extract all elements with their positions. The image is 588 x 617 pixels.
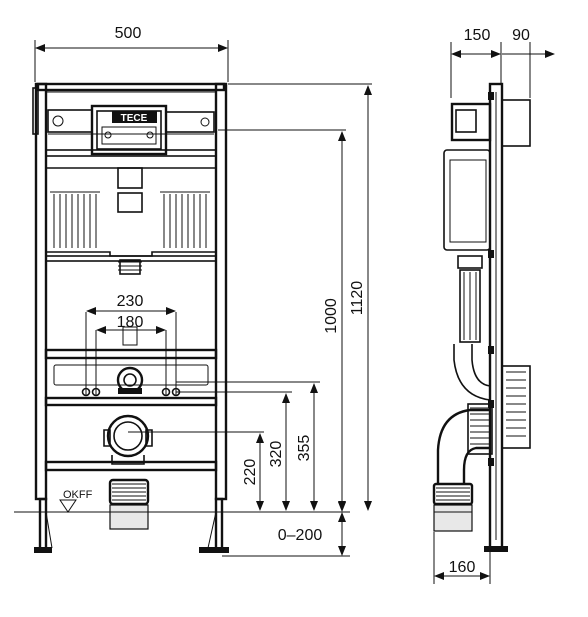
side-cistern — [443, 102, 492, 343]
dimension-1120: 1120 — [349, 85, 372, 511]
actuator-plate: TECE — [47, 104, 215, 156]
dim-90-label: 90 — [512, 27, 530, 44]
dim-355-label: 355 — [296, 435, 313, 462]
side-frame — [484, 82, 531, 552]
side-view: 150 90 — [432, 27, 555, 584]
brand-label: TECE — [121, 113, 148, 124]
dimension-220: 220 — [242, 433, 264, 511]
dimension-500: 500 — [34, 25, 229, 82]
side-flush-pipe — [453, 344, 491, 401]
dimension-150: 150 — [450, 27, 502, 98]
dim-160-label: 160 — [449, 559, 476, 576]
dimension-180: 180 — [96, 314, 166, 334]
dim-range-label: 0–200 — [278, 527, 323, 544]
floor-reference: OKFF — [14, 489, 350, 513]
dimension-355: 355 — [296, 383, 318, 511]
drain-pipe — [108, 478, 150, 530]
dim-1120-label: 1120 — [349, 281, 366, 316]
dimension-320: 320 — [268, 393, 290, 511]
dim-1000-label: 1000 — [323, 298, 340, 334]
dim-500-label: 500 — [115, 25, 142, 42]
cistern — [45, 167, 217, 346]
dimension-90: 90 — [502, 27, 555, 98]
dimension-1000: 1000 — [323, 131, 346, 511]
front-view: 500 TECE — [14, 25, 372, 557]
dim-230-label: 230 — [117, 293, 144, 310]
frame — [32, 82, 229, 553]
vent-slats-left — [50, 191, 100, 248]
dimension-0-200: 0–200 — [278, 490, 346, 556]
floor-label: OKFF — [63, 489, 93, 501]
dim-180-label: 180 — [117, 314, 144, 331]
dim-220-label: 220 — [242, 459, 259, 486]
dimension-230: 230 — [86, 293, 176, 315]
dim-320-label: 320 — [268, 441, 285, 468]
vent-slats-right — [160, 191, 210, 248]
dimension-160: 160 — [433, 532, 491, 584]
wc-connection — [103, 414, 153, 465]
side-drain-elbow — [432, 403, 493, 532]
dim-150-label: 150 — [464, 27, 491, 44]
extension-lines — [128, 83, 372, 557]
